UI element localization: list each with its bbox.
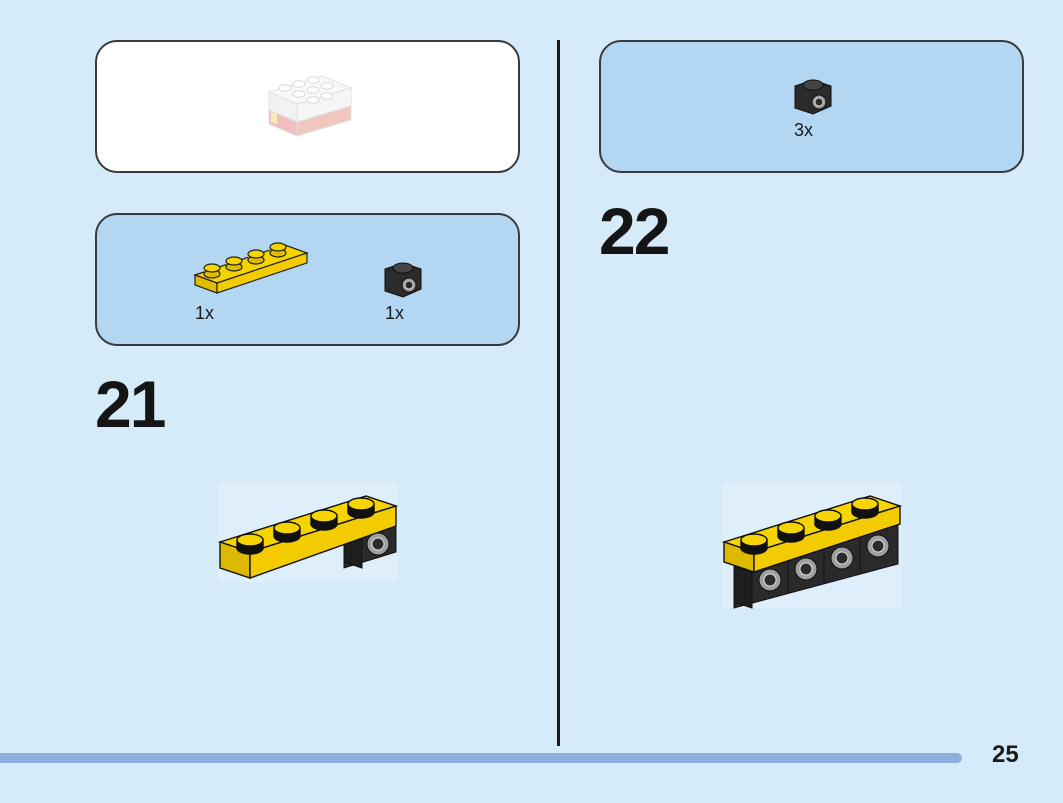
yellow-plate-on-four-black-bricks-icon <box>721 482 903 609</box>
yellow-plate-1x4-icon <box>193 242 309 294</box>
black-round-brick-1x1-icon <box>384 262 422 298</box>
step-number: 21 <box>95 367 166 441</box>
progress-bar <box>0 753 962 763</box>
parts-callout-step-21: 1x 1x <box>95 213 520 346</box>
step-number: 22 <box>599 194 670 268</box>
part-quantity: 1x <box>385 303 405 323</box>
part-quantity: 1x <box>195 303 215 323</box>
yellow-plate-on-black-brick-icon <box>217 482 399 582</box>
part-quantity: 3x <box>794 120 814 140</box>
preview-box <box>95 40 520 173</box>
assembled-model-preview-icon <box>267 75 353 137</box>
parts-callout-step-22: 3x <box>599 40 1024 173</box>
column-divider <box>557 40 560 746</box>
page-number: 25 <box>992 741 1019 768</box>
black-round-brick-1x1-icon <box>794 79 832 115</box>
